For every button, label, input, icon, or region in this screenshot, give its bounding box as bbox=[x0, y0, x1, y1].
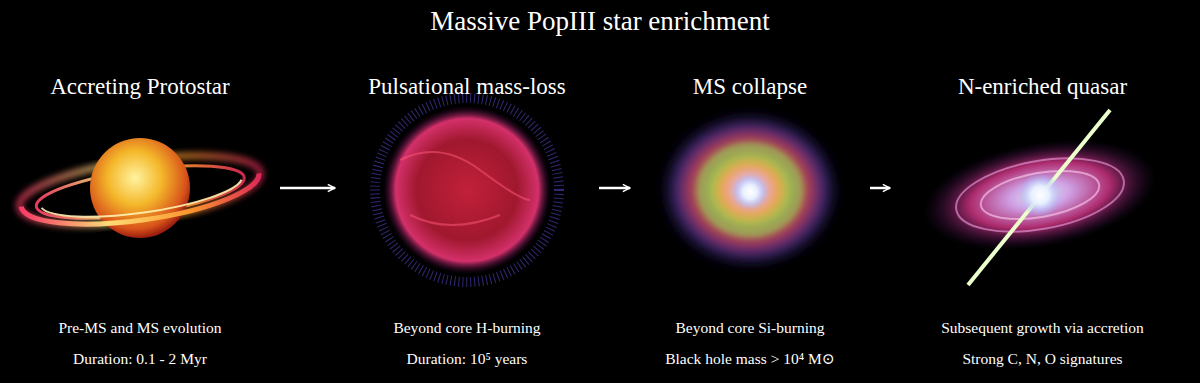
flow-arrow bbox=[599, 187, 630, 190]
stage-heading: MS collapse bbox=[693, 72, 807, 102]
stage-panel: Accreting ProtostarPre-MS and MS evoluti… bbox=[10, 72, 270, 374]
diagram-title: Massive PopIII star enrichment bbox=[0, 4, 1200, 38]
stage-heading: N-enriched quasar bbox=[958, 72, 1127, 102]
stage-note: Subsequent growth via accretion bbox=[941, 312, 1144, 343]
stage-note: Strong C, N, O signatures bbox=[962, 343, 1122, 374]
stage-note: Duration: 0.1 - 2 Myr bbox=[73, 343, 207, 374]
stage-note: Duration: 10⁵ years bbox=[407, 343, 528, 374]
stage-note: Beyond core H-burning bbox=[393, 312, 540, 343]
flow-arrow bbox=[280, 187, 335, 190]
stage-note: Beyond core Si-burning bbox=[676, 312, 825, 343]
stage-heading: Pulsational mass-loss bbox=[368, 72, 565, 102]
flow-arrow bbox=[870, 187, 890, 190]
stage-panel: MS collapseBeyond core Si-burningBlack h… bbox=[640, 72, 860, 374]
stage-note: Pre-MS and MS evolution bbox=[58, 312, 221, 343]
stage-panel: Pulsational mass-lossBeyond core H-burni… bbox=[345, 72, 589, 374]
stage-note: Black hole mass > 10⁴ M⊙ bbox=[665, 343, 835, 374]
stage-panel: N-enriched quasarSubsequent growth via a… bbox=[900, 72, 1185, 374]
stage-heading: Accreting Protostar bbox=[50, 72, 229, 102]
